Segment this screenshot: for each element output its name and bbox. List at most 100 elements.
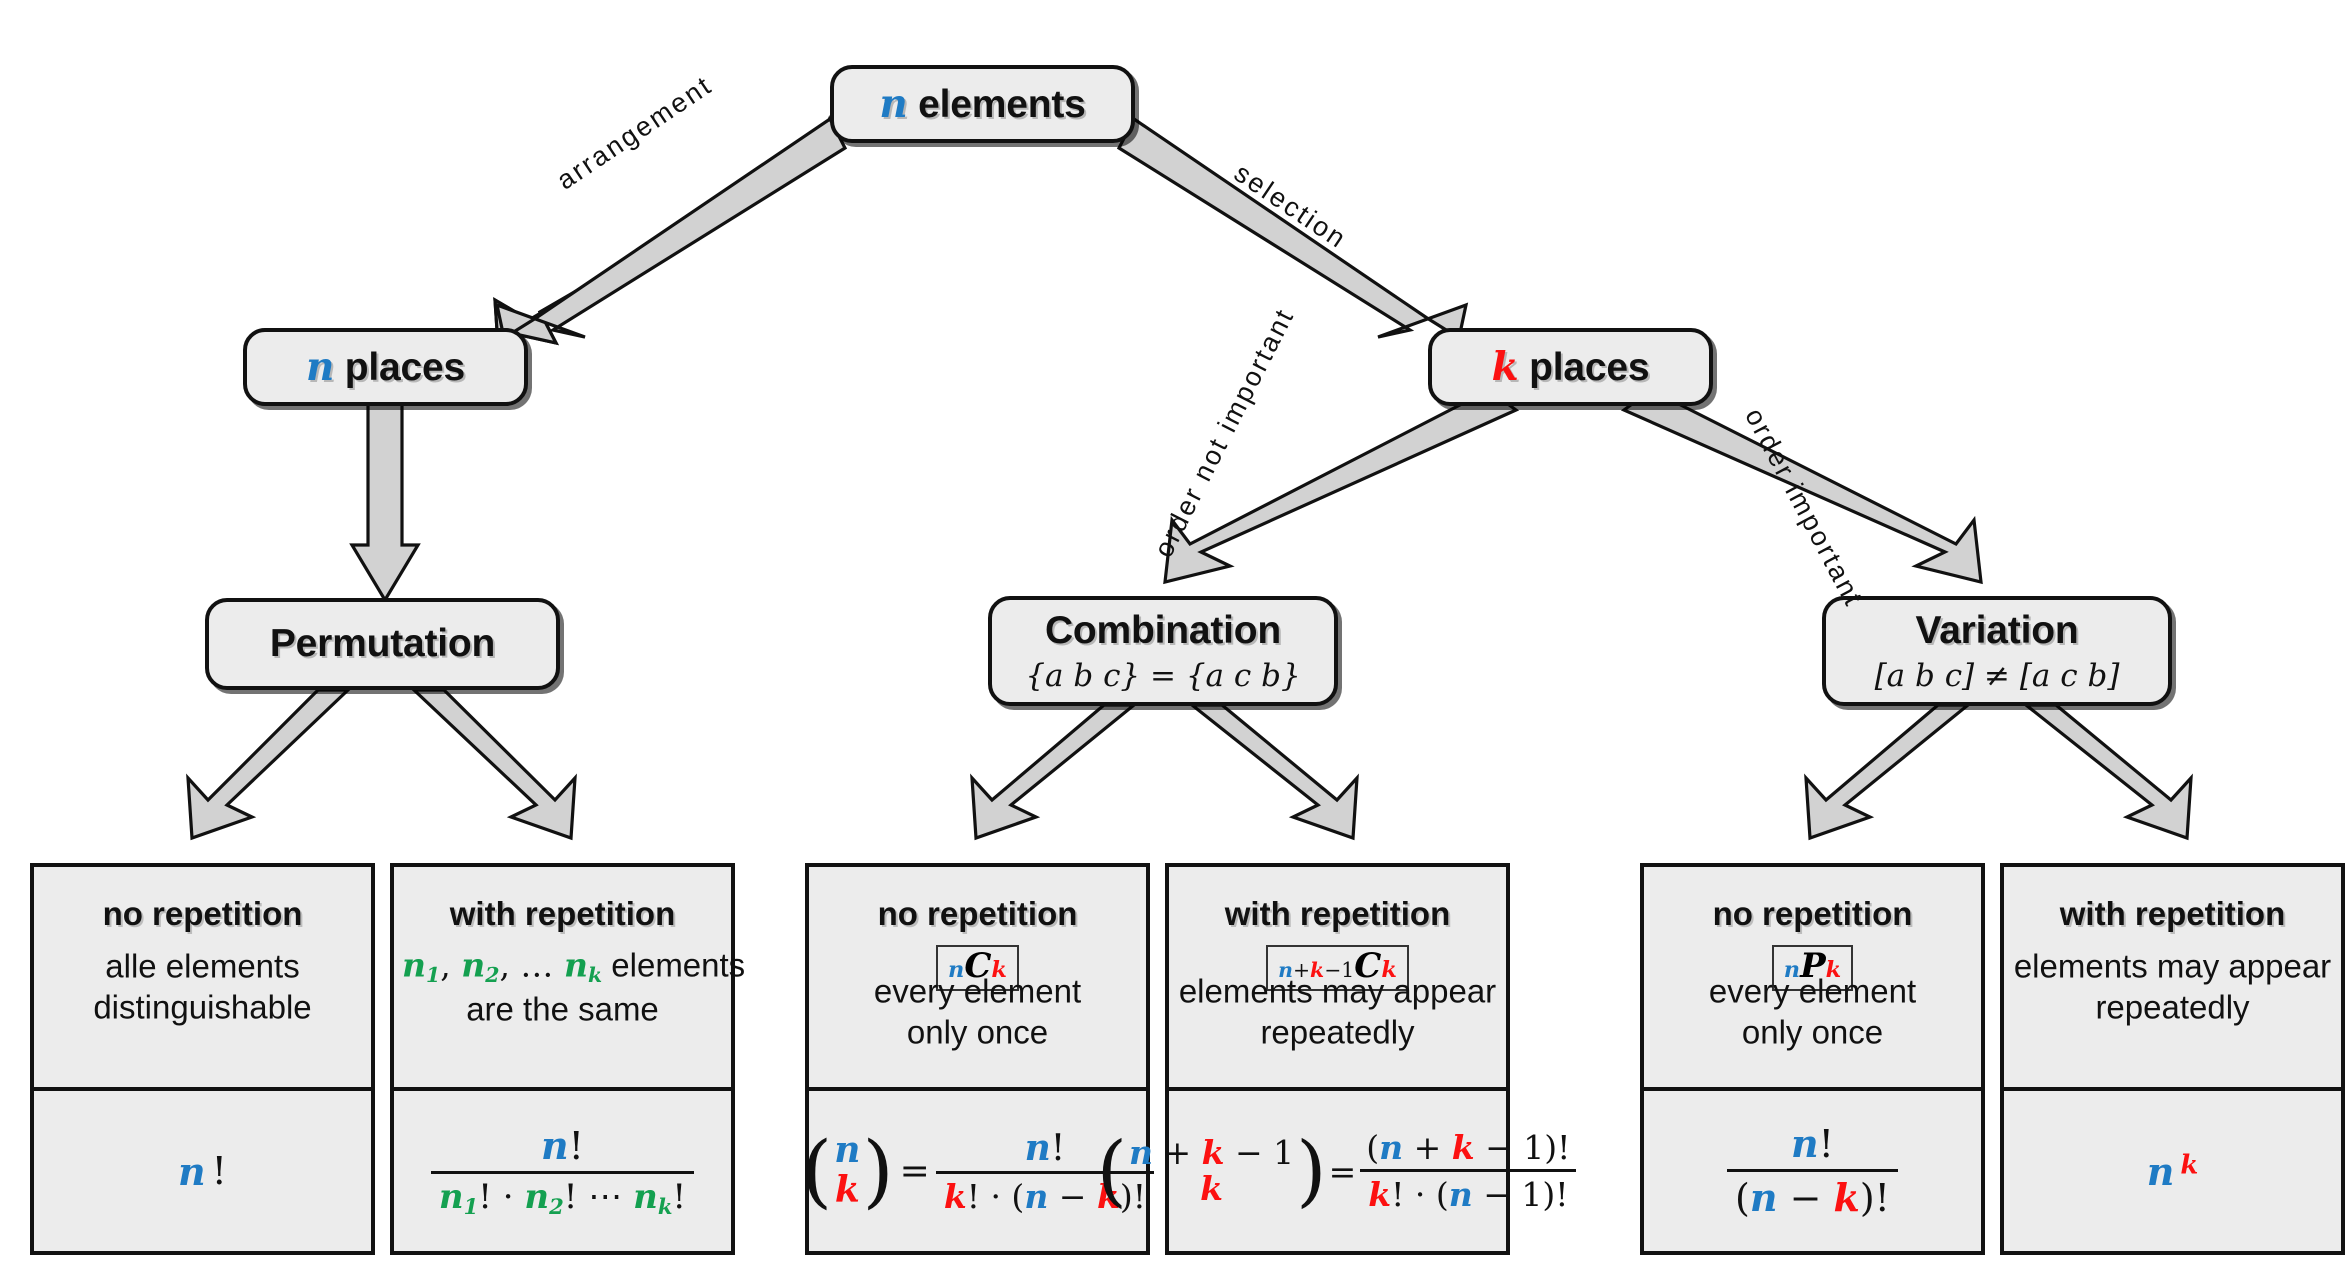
card-formula: n! n1! · n2! ⋯ nk!: [394, 1091, 731, 1251]
card-description-line2: repeatedly: [1260, 1013, 1415, 1051]
left-paren: (: [801, 1124, 833, 1217]
card-description-line1: elements may appear: [1178, 972, 1497, 1010]
variable-k: k: [834, 1169, 860, 1211]
ellipsis: , …: [499, 945, 564, 985]
variable-n: n: [2146, 1148, 2175, 1194]
node-k-places[interactable]: k places: [1428, 328, 1713, 406]
card-combination-no-repetition[interactable]: no repetition nCk every element only onc…: [801, 863, 1154, 1255]
formula-multiset-permutation: n! n1! · n2! ⋯ nk!: [430, 1123, 695, 1219]
variable-n: n: [178, 1148, 206, 1194]
factorial-sign: !: [211, 1149, 227, 1193]
card-description-line2: are the same: [466, 990, 659, 1028]
card-upper: with repetition n1, n2, … nk elements ar…: [394, 867, 745, 1091]
variable-n: n: [305, 344, 335, 390]
binomial-stack: n k: [832, 1131, 862, 1210]
node-combination-subtitle: {a b c} = {a c b}: [1025, 657, 1301, 694]
variable-nk: nk: [563, 945, 603, 988]
card-description-line1: alle elements: [105, 947, 300, 985]
combination-operator-C: C: [1354, 946, 1382, 986]
card-upper: no repetition alle elements distinguisha…: [34, 867, 371, 1091]
node-variation-title: Variation: [1915, 608, 2079, 652]
card-description: elements may appear repeatedly: [1169, 970, 1506, 1053]
variable-n: n: [948, 957, 965, 983]
right-paren: ): [1296, 1125, 1327, 1216]
fraction: n! (n − k)!: [1727, 1121, 1898, 1221]
node-combination-title: Combination: [1044, 608, 1282, 652]
node-n-elements[interactable]: n elements: [830, 65, 1135, 143]
edge-variation-to-card-6: [2021, 703, 2193, 841]
variable-n: n: [1783, 957, 1801, 983]
variable-k: k: [991, 957, 1007, 983]
card-variation-with-repetition[interactable]: with repetition elements may appear repe…: [2000, 863, 2345, 1255]
exponent-k: k: [2180, 1149, 2199, 1180]
denominator: (n − k)!: [1727, 1169, 1898, 1221]
card-formula: n!: [34, 1091, 371, 1251]
card-description: every element only once: [1644, 970, 1981, 1053]
node-variation[interactable]: Variation [a b c] ≠ [a c b]: [1822, 596, 2172, 706]
card-description-line1: n1, n2, … nk elements: [402, 945, 746, 988]
card-description: elements may appear repeatedly: [2004, 946, 2341, 1029]
variable-n: n: [879, 81, 908, 127]
binomial-stack: n + k − 1 k: [1127, 1132, 1296, 1208]
denominator: n1! · n2! ⋯ nk!: [430, 1171, 695, 1219]
card-formula: n! (n − k)!: [1644, 1091, 1981, 1251]
card-description: every element only once: [809, 970, 1146, 1053]
card-variation-no-repetition[interactable]: no repetition nPk every element only onc…: [1640, 863, 1985, 1255]
node-n-places[interactable]: n places: [243, 328, 528, 406]
variable-k: k: [1381, 957, 1397, 983]
edge-k-places-to-variation: [1620, 388, 1983, 585]
card-description-line2: only once: [906, 1013, 1049, 1051]
binomial-nk: ( n k ): [801, 1124, 894, 1217]
card-upper: with repetition elements may appear repe…: [2004, 867, 2341, 1091]
card-header: with repetition: [2059, 895, 2286, 932]
equals-sign: =: [899, 1150, 930, 1192]
binomial-top: n + k − 1: [1129, 1132, 1295, 1172]
card-permutation-no-repetition[interactable]: no repetition alle elements distinguisha…: [30, 863, 375, 1255]
fraction: n! n1! · n2! ⋯ nk!: [430, 1123, 695, 1219]
numerator: n!: [541, 1123, 584, 1169]
node-n-elements-label: n elements: [879, 81, 1085, 127]
card-description-line1: every element: [873, 972, 1082, 1010]
edge-k-places-to-combination: [1163, 388, 1520, 585]
node-permutation[interactable]: Permutation: [205, 598, 560, 690]
card-formula: ( n k ) = n! k! · (n − k)!: [801, 1091, 1154, 1251]
node-variation-subtitle: [a b c] ≠ [a c b]: [1874, 657, 2120, 694]
variable-n2: n2: [461, 945, 500, 988]
card-description-line2: distinguishable: [93, 988, 312, 1026]
combination-operator-C: C: [964, 946, 992, 986]
variable-n1: n1: [402, 945, 441, 988]
variable-k: k: [1491, 344, 1519, 390]
edge-permutation-to-card-2: [409, 688, 577, 841]
card-upper: no repetition nPk every element only onc…: [1644, 867, 1981, 1091]
card-header: with repetition: [449, 895, 676, 932]
formula-binomial-coefficient: ( n k ) = n! k! · (n − k)!: [801, 1127, 1154, 1216]
card-symbol-nCk: nCk: [936, 945, 1019, 991]
denominator: k! · (n − 1)!: [1360, 1169, 1577, 1214]
right-paren: ): [862, 1124, 894, 1217]
variable-k: k: [1200, 1169, 1224, 1208]
variable-k: k: [1825, 957, 1842, 983]
edge-root-to-n-places: [493, 114, 848, 346]
card-description-line1: elements may appear: [2013, 947, 2332, 985]
formula-multiset-coefficient: ( n + k − 1 k ) = (n + k − 1)! k! · (n −…: [1097, 1128, 1579, 1214]
node-k-places-label: k places: [1492, 344, 1650, 390]
fraction: (n + k − 1)! k! · (n − 1)!: [1358, 1128, 1578, 1214]
fraction: n! k! · (n − k)!: [935, 1127, 1154, 1216]
edge-combination-to-card-4: [1187, 703, 1359, 841]
card-header: no repetition: [1712, 895, 1913, 932]
comma: ,: [440, 945, 462, 985]
variable-n: n: [834, 1129, 861, 1172]
node-combination[interactable]: Combination {a b c} = {a c b}: [988, 596, 1338, 706]
edge-root-to-k-places: [1116, 116, 1469, 341]
binomial-n-plus-k-minus-1-k: ( n + k − 1 k ): [1097, 1125, 1327, 1216]
card-combination-with-repetition[interactable]: with repetition n+k−1Ck elements may app…: [1097, 863, 1577, 1255]
card-symbol-nPk: nPk: [1771, 945, 1854, 991]
card-description: alle elements distinguishable: [34, 946, 371, 1029]
node-n-elements-text: elements: [918, 83, 1086, 126]
card-permutation-with-repetition[interactable]: with repetition n1, n2, … nk elements ar…: [390, 863, 745, 1255]
numerator: n!: [1791, 1121, 1834, 1166]
card-header: no repetition: [877, 895, 1078, 932]
formula-falling-factorial: n! (n − k)!: [1727, 1121, 1898, 1221]
